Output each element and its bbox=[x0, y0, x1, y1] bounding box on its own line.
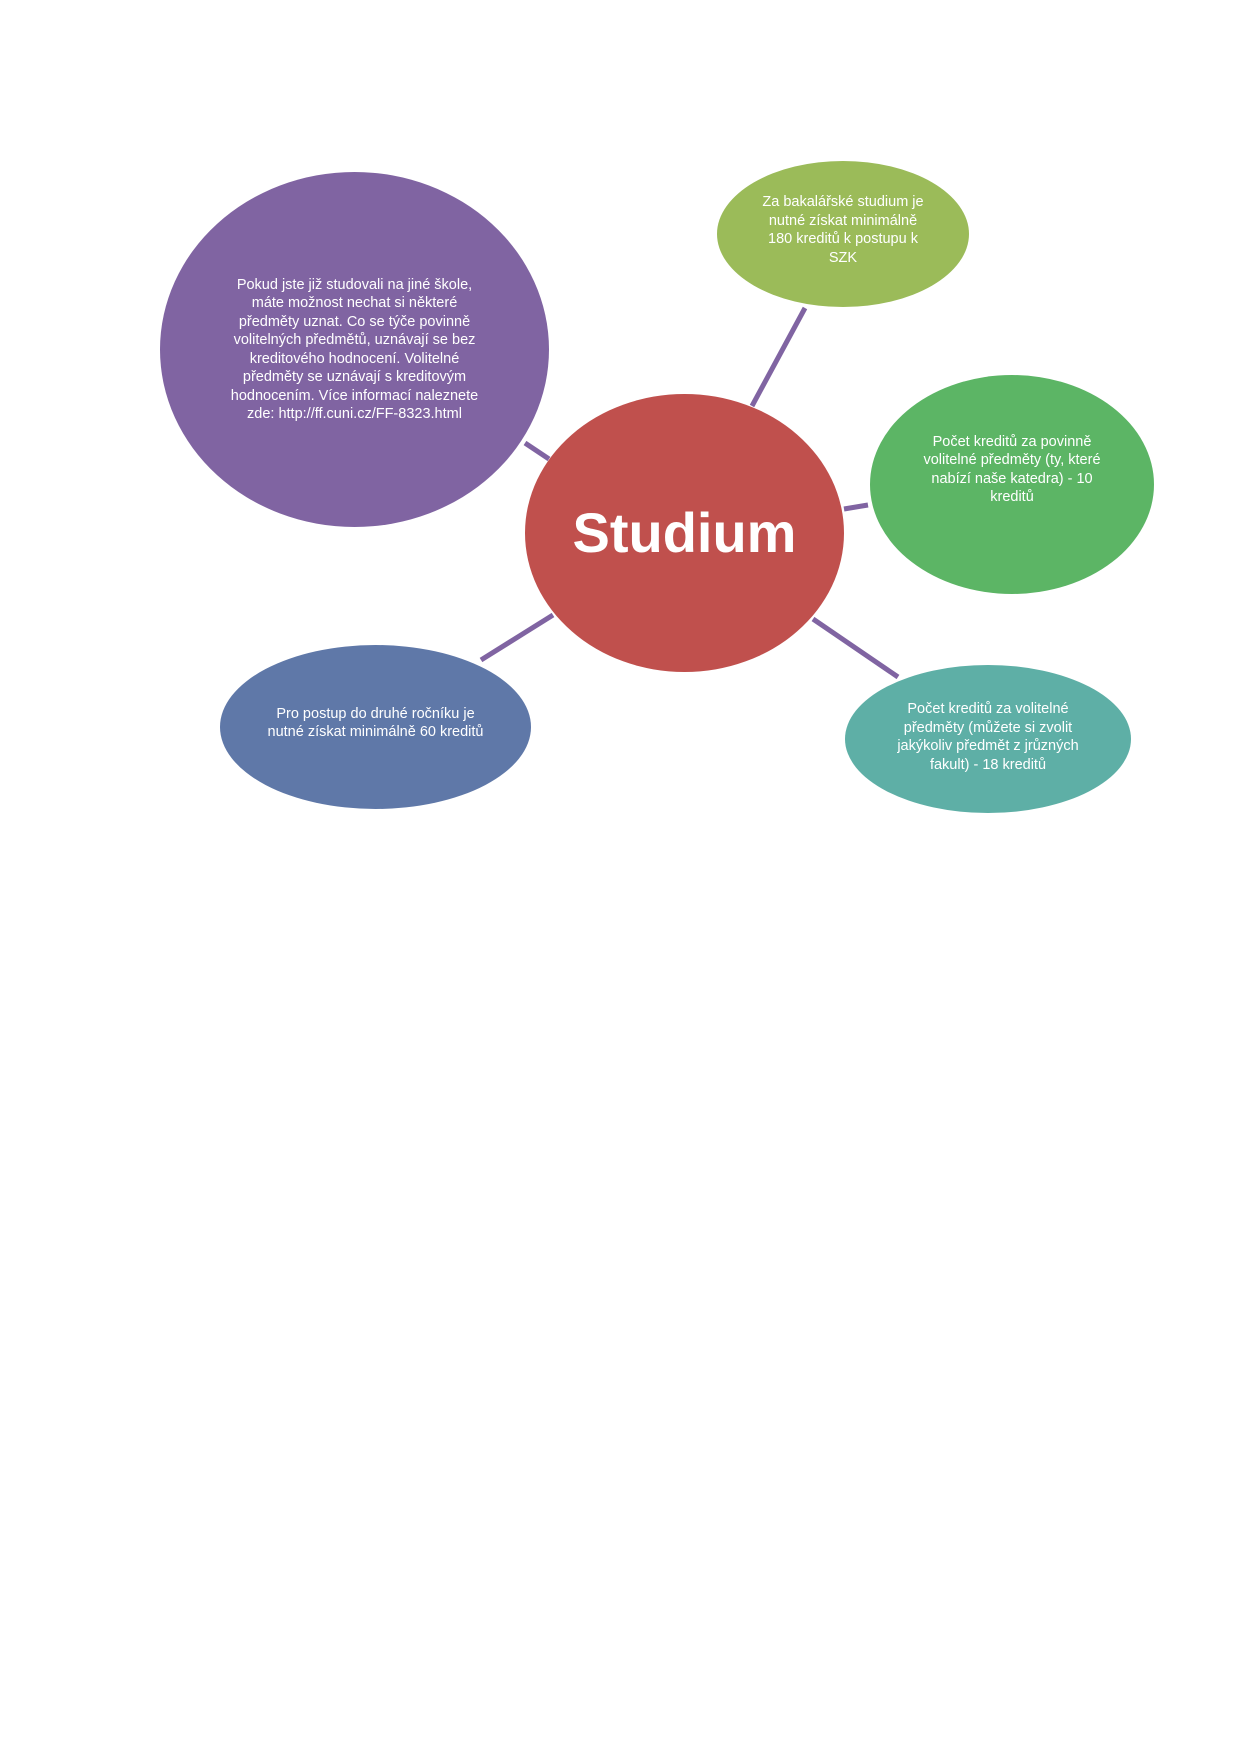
connector-bachelor bbox=[749, 306, 808, 408]
connector-compulsory-elective bbox=[843, 502, 869, 512]
connector-elective bbox=[811, 616, 900, 680]
connector-recognition bbox=[523, 440, 551, 462]
node-recognition: Pokud jste již studovali na jiné škole, … bbox=[160, 172, 549, 527]
node-compulsory-elective-text: Počet kreditů za povinně volitelné předm… bbox=[923, 433, 1101, 506]
node-bachelor: Za bakalářské studium je nutné získat mi… bbox=[717, 161, 969, 307]
node-elective: Počet kreditů za volitelné předměty (můž… bbox=[845, 665, 1131, 813]
node-compulsory-elective: Počet kreditů za povinně volitelné předm… bbox=[870, 375, 1154, 594]
center-title: Studium bbox=[572, 501, 797, 564]
node-second-year-text: Pro postup do druhé ročníku je nutné zís… bbox=[267, 705, 484, 741]
node-second-year: Pro postup do druhé ročníku je nutné zís… bbox=[220, 645, 531, 809]
node-recognition-text: Pokud jste již studovali na jiné škole, … bbox=[230, 276, 479, 423]
node-center: Studium bbox=[525, 394, 844, 672]
connector-second-year bbox=[479, 612, 555, 663]
node-elective-text: Počet kreditů za volitelné předměty (můž… bbox=[897, 701, 1079, 773]
node-bachelor-text: Za bakalářské studium je nutné získat mi… bbox=[762, 194, 924, 266]
